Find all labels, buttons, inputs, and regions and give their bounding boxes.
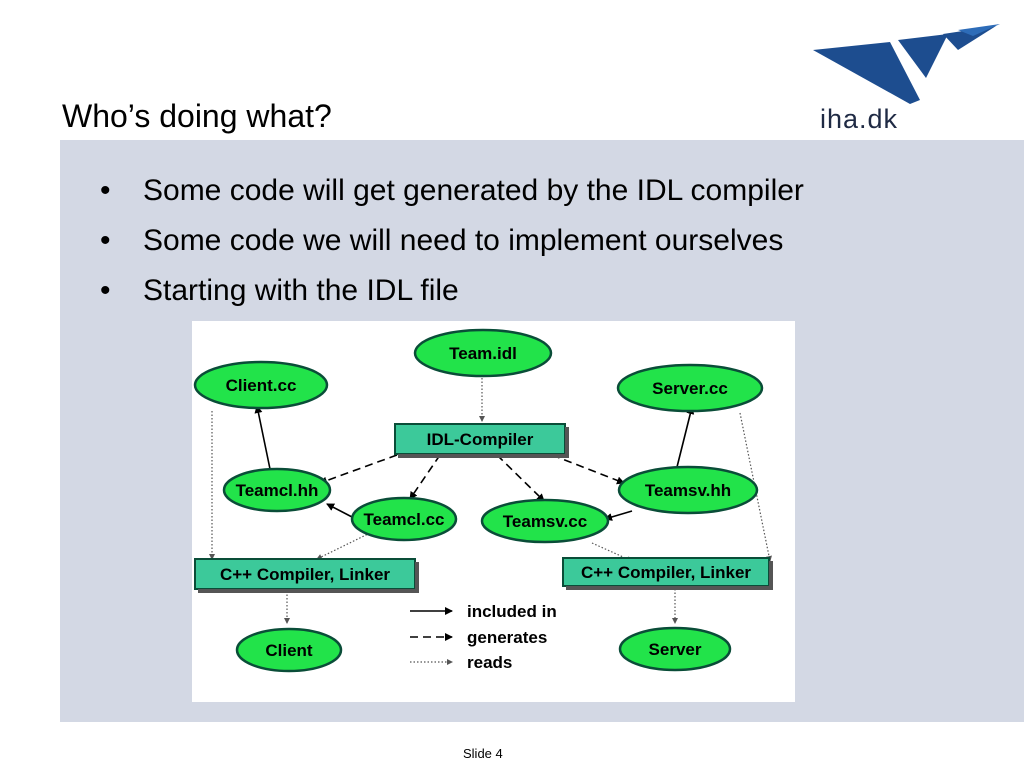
node-teamsv-cc-label: Teamsv.cc xyxy=(503,512,587,531)
node-server-cc: Server.cc xyxy=(616,363,764,413)
bullet-icon: • xyxy=(100,174,111,207)
edge-generates-teamcl-hh xyxy=(319,454,398,485)
node-client: Client xyxy=(235,627,343,673)
node-server-label: Server xyxy=(649,640,702,659)
node-client-cc: Client.cc xyxy=(193,360,329,410)
bullet-item: • Some code we will need to implement our… xyxy=(100,216,804,266)
node-cpp-right-label: C++ Compiler, Linker xyxy=(581,563,751,582)
bullet-text: Starting with the IDL file xyxy=(143,274,459,307)
legend: included in generates reads xyxy=(410,602,557,672)
node-teamcl-hh-label: Teamcl.hh xyxy=(236,481,319,500)
node-team-idl-label: Team.idl xyxy=(449,344,517,363)
edge-included-teamcl-cc xyxy=(326,503,353,518)
edge-included-teamsv-cc xyxy=(604,510,633,521)
legend-included-label: included in xyxy=(467,602,557,621)
diagram-svg: Team.idl Client.cc Server.cc Teamcl.hh T… xyxy=(193,328,773,673)
node-team-idl: Team.idl xyxy=(413,328,553,378)
logo-text: iha.dk xyxy=(820,104,899,134)
node-teamcl-cc-label: Teamcl.cc xyxy=(364,510,445,529)
node-teamsv-hh-label: Teamsv.hh xyxy=(645,481,731,500)
node-server-cc-label: Server.cc xyxy=(652,379,728,398)
node-server: Server xyxy=(618,626,732,672)
node-client-label: Client xyxy=(265,641,313,660)
bullet-item: • Some code will get generated by the IDL… xyxy=(100,166,804,216)
edge-generates-teamsv-hh xyxy=(551,454,625,485)
node-teamcl-cc: Teamcl.cc xyxy=(350,496,458,542)
edge-included-client-cc xyxy=(254,405,271,470)
bullet-icon: • xyxy=(100,224,111,257)
edge-reads-teamsv-cc xyxy=(591,542,633,562)
edge-generates-teamsv-cc xyxy=(496,454,545,502)
node-idl-compiler: IDL-Compiler xyxy=(394,423,569,458)
bullet-item: • Starting with the IDL file xyxy=(100,266,804,316)
node-teamsv-cc: Teamsv.cc xyxy=(480,498,610,544)
node-teamcl-hh: Teamcl.hh xyxy=(222,467,332,513)
node-teamsv-hh: Teamsv.hh xyxy=(617,465,759,515)
slide-title: Who’s doing what? xyxy=(62,98,332,134)
node-cpp-left-label: C++ Compiler, Linker xyxy=(220,565,390,584)
slide-number: Slide 4 xyxy=(463,746,503,761)
node-cpp-compiler-right: C++ Compiler, Linker xyxy=(562,557,773,590)
edge-reads-server-cc xyxy=(739,412,772,562)
legend-generates-label: generates xyxy=(467,628,547,647)
node-cpp-compiler-left: C++ Compiler, Linker xyxy=(194,558,419,593)
iha-logo-icon xyxy=(813,24,1000,104)
idl-workflow-diagram: Team.idl Client.cc Server.cc Teamcl.hh T… xyxy=(192,321,795,702)
bullet-icon: • xyxy=(100,274,111,307)
bullet-text: Some code will get generated by the IDL … xyxy=(143,174,804,207)
node-idl-compiler-label: IDL-Compiler xyxy=(427,430,534,449)
legend-reads-label: reads xyxy=(467,653,512,672)
edge-generates-teamcl-cc xyxy=(409,454,441,500)
edge-included-server-cc xyxy=(676,406,695,468)
node-client-cc-label: Client.cc xyxy=(226,376,297,395)
bullet-text: Some code we will need to implement ours… xyxy=(143,224,784,257)
bullet-list: • Some code will get generated by the IDL… xyxy=(100,166,804,316)
edge-reads-teamcl-cc xyxy=(316,532,371,560)
